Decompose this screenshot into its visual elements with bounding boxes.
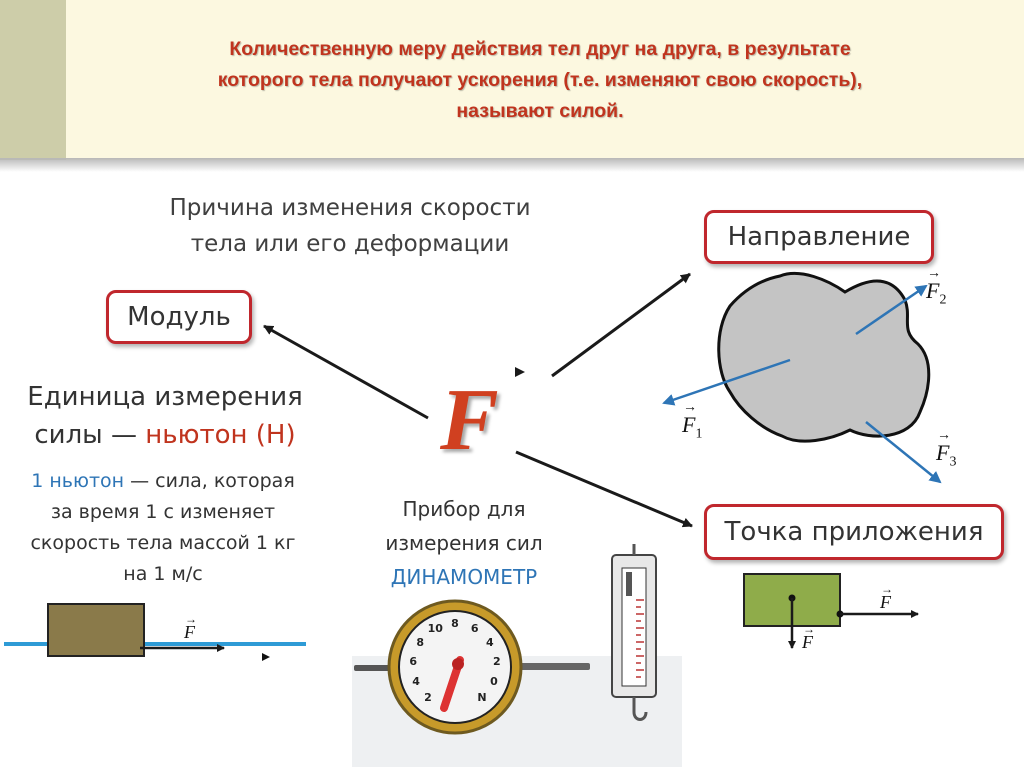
dial-number: 6 — [409, 654, 418, 668]
slide-title: Количественную меру действия тел друг на… — [100, 34, 980, 127]
arrow-to-application — [515, 450, 693, 528]
vector-f2 — [855, 284, 928, 336]
unit-newton: ньютон (Н) — [145, 420, 296, 450]
dynamometer-rod-left — [354, 665, 398, 671]
cause-line-2: тела или его деформации — [190, 231, 510, 257]
dial-number: 4 — [485, 635, 494, 649]
title-line-1: Количественную меру действия тел друг на… — [229, 38, 851, 60]
label-f2-sub: 2 — [939, 292, 947, 308]
surface-line-blue — [4, 642, 306, 646]
label-horizontal-f: → F — [880, 582, 893, 613]
dial-number: 2 — [424, 691, 432, 705]
device-line-1: Прибор для — [402, 497, 526, 521]
deformable-body — [717, 271, 931, 443]
vector-f1 — [662, 358, 791, 406]
modulus-box: Модуль — [106, 290, 252, 344]
header-shadow — [0, 158, 1024, 172]
label-f2: → F2 — [926, 266, 947, 308]
dial-number: 2 — [492, 654, 501, 668]
def-rest: — сила, которая — [124, 470, 295, 492]
def-line-2: за время 1 с изменяет — [50, 501, 276, 523]
header-tab — [0, 0, 66, 160]
vec-arrow-f1: → — [683, 400, 697, 415]
modulus-label: Модуль — [127, 302, 231, 332]
force-symbol: F — [440, 372, 499, 469]
dial-number: 4 — [412, 674, 420, 688]
def-line-1: 1 ньютон — сила, которая — [4, 466, 322, 497]
label-horizontal-f-letter: F — [880, 592, 891, 612]
vec-arrow-horizontal: → — [881, 582, 893, 596]
arrow-to-modulus — [263, 324, 429, 420]
label-f2-letter: F — [926, 278, 940, 303]
label-f1-sub: 1 — [695, 426, 703, 442]
label-f3: → F3 — [936, 428, 957, 470]
unit-line-2: силы — ньютон (Н) — [4, 416, 326, 454]
label-f1: → F1 — [682, 400, 703, 442]
vec-arrow-vertical: → — [803, 622, 815, 636]
dynamometer-rod-right — [510, 663, 590, 670]
label-f3-sub: 3 — [949, 454, 957, 470]
title-line-3: называют силой. — [456, 100, 624, 122]
unit-heading: Единица измерения силы — ньютон (Н) — [4, 378, 326, 454]
device-name: ДИНАМОМЕТР — [390, 565, 538, 589]
label-f1-letter: F — [682, 412, 696, 437]
brick-block — [47, 603, 145, 657]
vector-f3 — [865, 421, 942, 484]
def-line-3: скорость тела массой 1 кг — [30, 532, 296, 554]
newton-definition: 1 ньютон — сила, которая за время 1 с из… — [4, 466, 322, 590]
dial-number: N — [477, 691, 487, 705]
label-vertical-f: → F — [802, 622, 815, 653]
def-line-4: на 1 м/с — [123, 563, 203, 585]
vec-arrow-f2: → — [927, 266, 941, 281]
dynamometer-hub — [452, 658, 464, 670]
application-box: Точка приложения — [704, 504, 1004, 560]
dial-number: 6 — [470, 621, 479, 635]
cursor-mark — [262, 653, 270, 661]
cause-text: Причина изменения скорости тела или его … — [160, 190, 540, 262]
spring-scale-hook — [632, 697, 648, 721]
slide-header: Количественную меру действия тел друг на… — [0, 0, 1024, 160]
dial-number: 8 — [416, 635, 424, 649]
dial-number: 10 — [427, 621, 443, 635]
dial-number: 8 — [451, 617, 459, 630]
vec-arrow-brick: → — [185, 612, 197, 626]
unit-line-1: Единица измерения — [27, 382, 303, 412]
device-line-2: измерения сил — [385, 531, 543, 555]
def-newton: 1 ньютон — [31, 470, 125, 492]
label-f3-letter: F — [936, 440, 950, 465]
vec-arrow-f3: → — [937, 428, 951, 443]
dial-number: 0 — [490, 674, 498, 688]
direction-box: Направление — [704, 210, 934, 264]
arrow-to-direction — [551, 272, 691, 378]
spring-scale-indicator — [626, 572, 632, 596]
label-vertical-f-letter: F — [802, 632, 813, 652]
label-brick-f: → F — [184, 612, 197, 643]
unit-line-2-prefix: силы — — [34, 420, 146, 450]
device-text: Прибор для измерения сил ДИНАМОМЕТР — [360, 492, 568, 594]
label-brick-f-letter: F — [184, 622, 195, 642]
direction-label: Направление — [727, 222, 911, 252]
title-line-2: которого тела получают ускорения (т.е. и… — [217, 69, 863, 91]
application-label: Точка приложения — [724, 517, 984, 547]
cause-line-1: Причина изменения скорости — [169, 195, 531, 221]
